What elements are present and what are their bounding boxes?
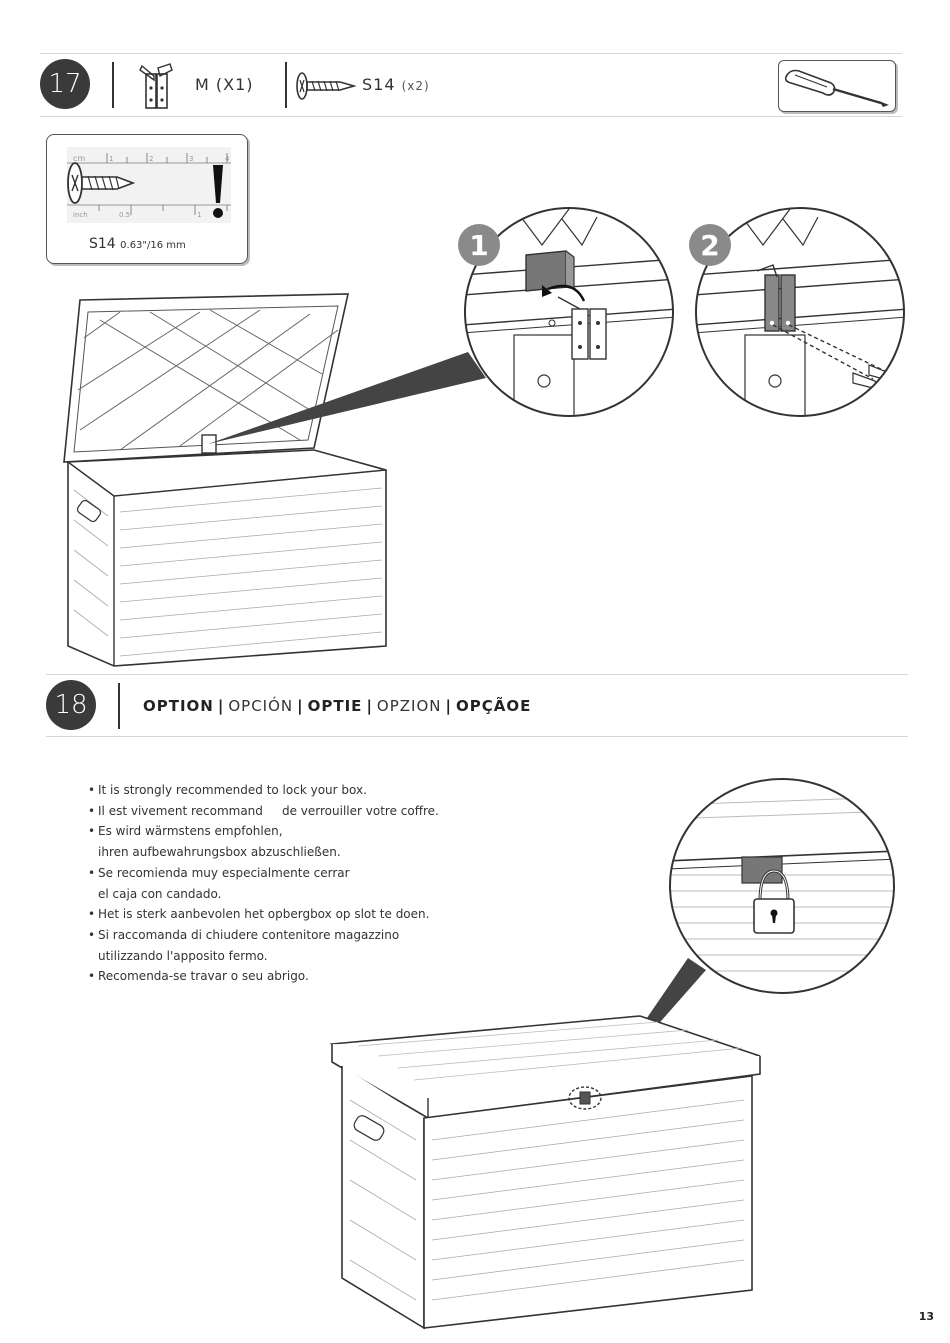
header-separator [112, 62, 114, 108]
option-pt: OPÇÃOE [456, 697, 532, 715]
part-s14-label: S14 (x2) [362, 75, 430, 94]
caption-size: 0.63"/16 mm [120, 240, 186, 251]
inch-tick-2: 1 [197, 211, 201, 219]
option-separator: | [217, 697, 225, 715]
step-18-top-divider [46, 674, 908, 675]
cm-tick-4: 4 [225, 155, 230, 163]
option-separator: | [366, 697, 373, 715]
option-separator: | [445, 697, 452, 715]
lock-recommendation-list: •It is strongly recommended to lock your… [88, 780, 439, 987]
closed-storage-box-illustration [329, 1015, 761, 1330]
callout-2-number: 2 [700, 228, 720, 262]
screw-icon [67, 162, 136, 204]
option-heading: OPTION|OPCIÓN|OPTIE|OPZION|OPÇÃOE [143, 697, 531, 715]
step-18-bottom-divider [46, 736, 908, 737]
top-divider [40, 53, 902, 54]
option-es: OPCIÓN [228, 697, 294, 715]
tool-box [778, 60, 896, 112]
detail-circle-2 [695, 207, 905, 417]
option-nl: OPTIE [307, 697, 363, 715]
cm-tick-2: 2 [149, 155, 153, 163]
list-item-continuation: utilizzando l'apposito fermo. [98, 948, 268, 963]
list-item: •Si raccomanda di chiudere contenitore m… [88, 927, 400, 942]
inch-tick-1: 0.5 [119, 211, 130, 219]
callout-1-number: 1 [469, 228, 489, 262]
list-item: •Recomenda-se travar o seu abrigo. [88, 969, 309, 984]
list-item: •Het is sterk aanbevolen het opbergbox o… [88, 907, 430, 922]
header-divider [40, 116, 902, 117]
list-item: •Il est vivement recommand de verrouille… [88, 803, 439, 818]
option-separator: | [297, 697, 304, 715]
cm-tick-3: 3 [189, 155, 193, 163]
padlock-icon [753, 869, 795, 934]
option-it: OPZION [376, 697, 442, 715]
list-item-continuation: el caja con candado. [98, 886, 222, 901]
list-item: •It is strongly recommended to lock your… [88, 783, 367, 797]
header-separator [118, 683, 120, 729]
list-item: •Es wird wärmstens empfohlen, [88, 824, 283, 839]
exclamation-icon [213, 165, 223, 218]
part-m-qty: (X1) [215, 75, 254, 94]
step-number: 17 [48, 69, 82, 99]
list-item: •Se recomienda muy especialmente cerrar [88, 865, 350, 880]
cm-tick-1: 1 [109, 155, 113, 163]
callout-1-badge: 1 [458, 224, 500, 266]
screwdriver-icon [784, 69, 889, 107]
option-en: OPTION [143, 697, 214, 715]
part-m-label: M (X1) [195, 75, 254, 94]
caption-code: S14 [89, 236, 116, 252]
header-separator-2 [285, 62, 287, 108]
ruler-caption: S14 0.63"/16 mm [89, 236, 186, 252]
padlock-detail-circle [669, 778, 895, 994]
part-s14-qty: (x2) [401, 79, 430, 93]
callout-2-badge: 2 [689, 224, 731, 266]
step-17-badge: 17 [40, 59, 90, 109]
screw-size-box: cm 1 2 3 4 inch 0.5 1 S14 0.63"/16 mm [46, 134, 248, 264]
screw-icon [296, 72, 356, 100]
page-number: 13 [918, 1310, 934, 1323]
part-s14-code: S14 [362, 75, 396, 94]
unit-inch: inch [73, 211, 88, 219]
unit-cm: cm [73, 154, 85, 163]
bracket-icon [139, 63, 173, 109]
list-item-continuation: ihren aufbewahrungsbox abzuschließen. [98, 845, 341, 860]
step-18-badge: 18 [46, 680, 96, 730]
detail-leader [208, 352, 486, 444]
part-m-code: M [195, 75, 210, 94]
step-number: 18 [54, 690, 88, 720]
ruler-graphic: cm 1 2 3 4 inch 0.5 1 [67, 147, 231, 223]
